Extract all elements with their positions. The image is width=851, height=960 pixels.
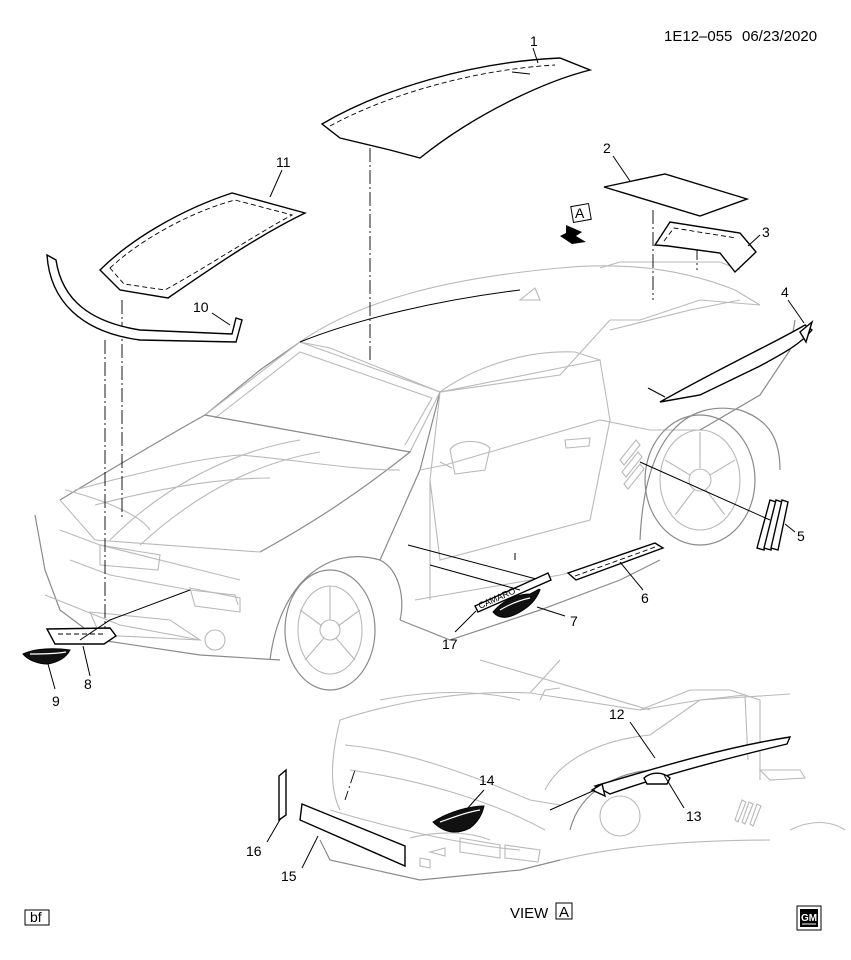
bf-tag: bf: [24, 909, 50, 926]
leader-12: [629, 721, 656, 759]
leader-15: [301, 835, 319, 869]
callout-1: 1: [530, 33, 538, 49]
callout-4: 4: [781, 284, 789, 300]
callout-2: 2: [603, 140, 611, 156]
callout-9: 9: [52, 693, 60, 709]
view-label-letter: A: [559, 904, 569, 921]
vehicle-outline: [34, 261, 796, 691]
part-13-fuel-door-decal[interactable]: [643, 772, 671, 785]
callout-7: 7: [570, 613, 578, 629]
part-2-rear-window-decal[interactable]: [603, 173, 750, 217]
callout-13: 13: [686, 808, 702, 824]
leader-14: [465, 789, 485, 811]
leader-12b: [549, 789, 596, 811]
diagram-date: 06/23/2020: [742, 28, 817, 45]
leader-1: [532, 47, 539, 64]
leader-2: [612, 155, 631, 182]
callout-3: 3: [762, 224, 770, 240]
bf-tag-text: bf: [30, 909, 42, 925]
view-a-label: VIEW A: [510, 902, 573, 922]
leader-7: [536, 606, 566, 617]
leader-10: [211, 312, 231, 326]
callout-11: 11: [276, 154, 291, 170]
gm-logo-icon: GM: [796, 905, 822, 931]
leader-17: [454, 610, 477, 633]
part-7-hotwheels-badge[interactable]: [492, 588, 541, 618]
view-a-arrow-letter: A: [575, 205, 585, 221]
part-4-quarter-stripe[interactable]: [659, 319, 814, 403]
callout-17: 17: [442, 636, 458, 652]
part-11-hood-decal[interactable]: [99, 192, 307, 299]
view-label-text: VIEW: [510, 905, 549, 922]
leader-16: [266, 817, 282, 843]
part-14-hotwheels-badge[interactable]: [432, 805, 485, 833]
callout-10: 10: [193, 299, 209, 315]
leader-8b: [79, 589, 191, 641]
leader-5: [784, 523, 796, 533]
leader-9: [47, 663, 56, 690]
leader-8: [82, 645, 91, 677]
part-8-front-grille-insert[interactable]: [45, 627, 118, 645]
part-3-spoiler-decal[interactable]: [653, 221, 757, 274]
leader-11: [269, 169, 283, 198]
leader-3: [747, 234, 761, 247]
part-16-tail-lamp-trim[interactable]: [278, 768, 287, 822]
phantom-leaders: [104, 148, 698, 801]
callout-15: 15: [281, 868, 297, 884]
part-6-rocker-stripe[interactable]: [566, 542, 665, 581]
part-15-rear-fascia-stripe[interactable]: [299, 803, 406, 868]
view-a-arrow: A: [560, 202, 592, 244]
callout-14: 14: [479, 772, 495, 788]
detail-view-rear: [319, 659, 846, 881]
leader-4: [787, 299, 805, 324]
part-9-hotwheels-badge[interactable]: [22, 648, 71, 665]
callout-6: 6: [641, 590, 649, 606]
roof-edge-line: [299, 289, 521, 343]
callout-12: 12: [609, 706, 625, 722]
leader-5b: [639, 461, 771, 521]
callout-5: 5: [797, 528, 805, 544]
part-1-roof-decal[interactable]: [320, 57, 593, 159]
gm-logo-text: GM: [801, 913, 817, 924]
rocker-lines: [407, 544, 541, 581]
part-10-front-splitter-stripe[interactable]: [46, 253, 243, 343]
diagram-id: 1E12–055: [664, 28, 732, 45]
leader-4b: [647, 387, 666, 398]
leader-13: [663, 774, 685, 809]
leader-17b: [429, 564, 521, 591]
callout-16: 16: [246, 843, 262, 859]
part-5-fender-vent-insert[interactable]: [756, 499, 789, 551]
callout-8: 8: [84, 676, 92, 692]
leader-6: [619, 561, 644, 591]
